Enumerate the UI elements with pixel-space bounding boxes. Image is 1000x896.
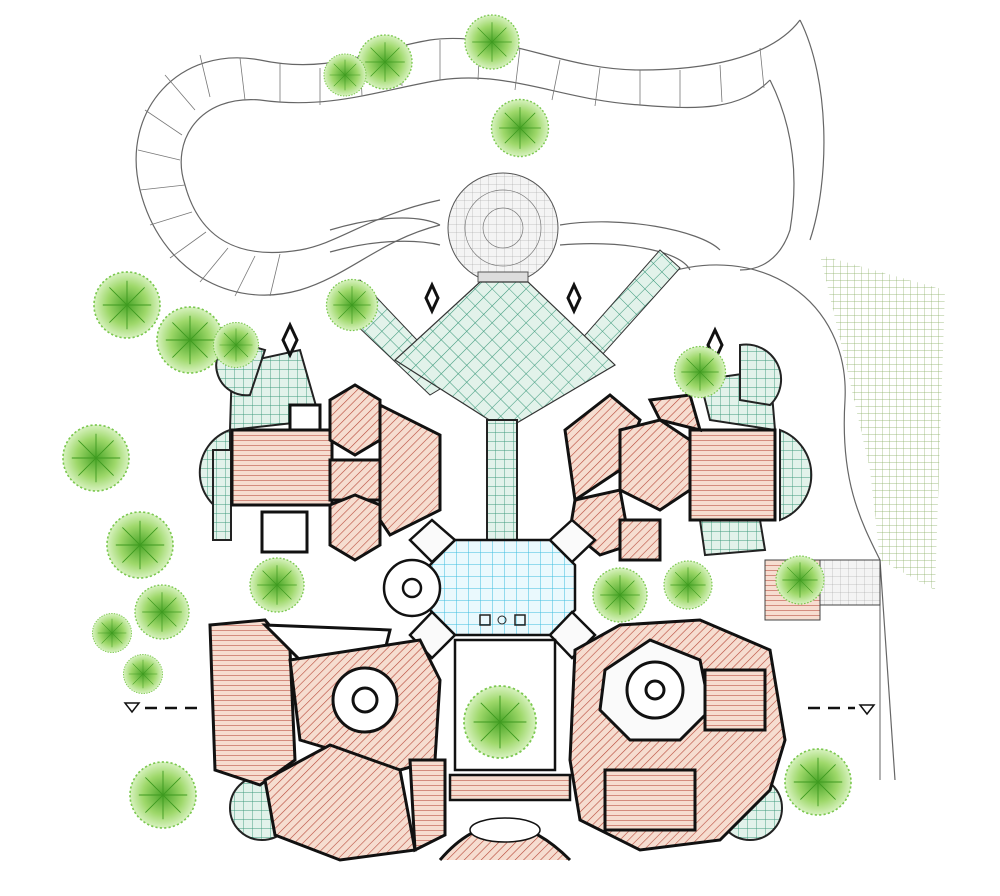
driveway-pavers [137, 39, 765, 297]
pavilion-markers [281, 281, 724, 364]
lower-left-wing [208, 618, 447, 862]
lower-right-wing [568, 618, 787, 852]
section-markers [123, 702, 876, 716]
serpentine-driveway [135, 19, 825, 296]
lawn-area [820, 255, 945, 590]
stair-towers [382, 518, 597, 660]
upper-left-wing [230, 383, 442, 562]
round-plaza [447, 172, 559, 284]
site-boundary [659, 264, 896, 781]
entry-forecourt [329, 249, 681, 541]
upper-right-wing [563, 393, 777, 562]
central-hall [428, 538, 577, 637]
